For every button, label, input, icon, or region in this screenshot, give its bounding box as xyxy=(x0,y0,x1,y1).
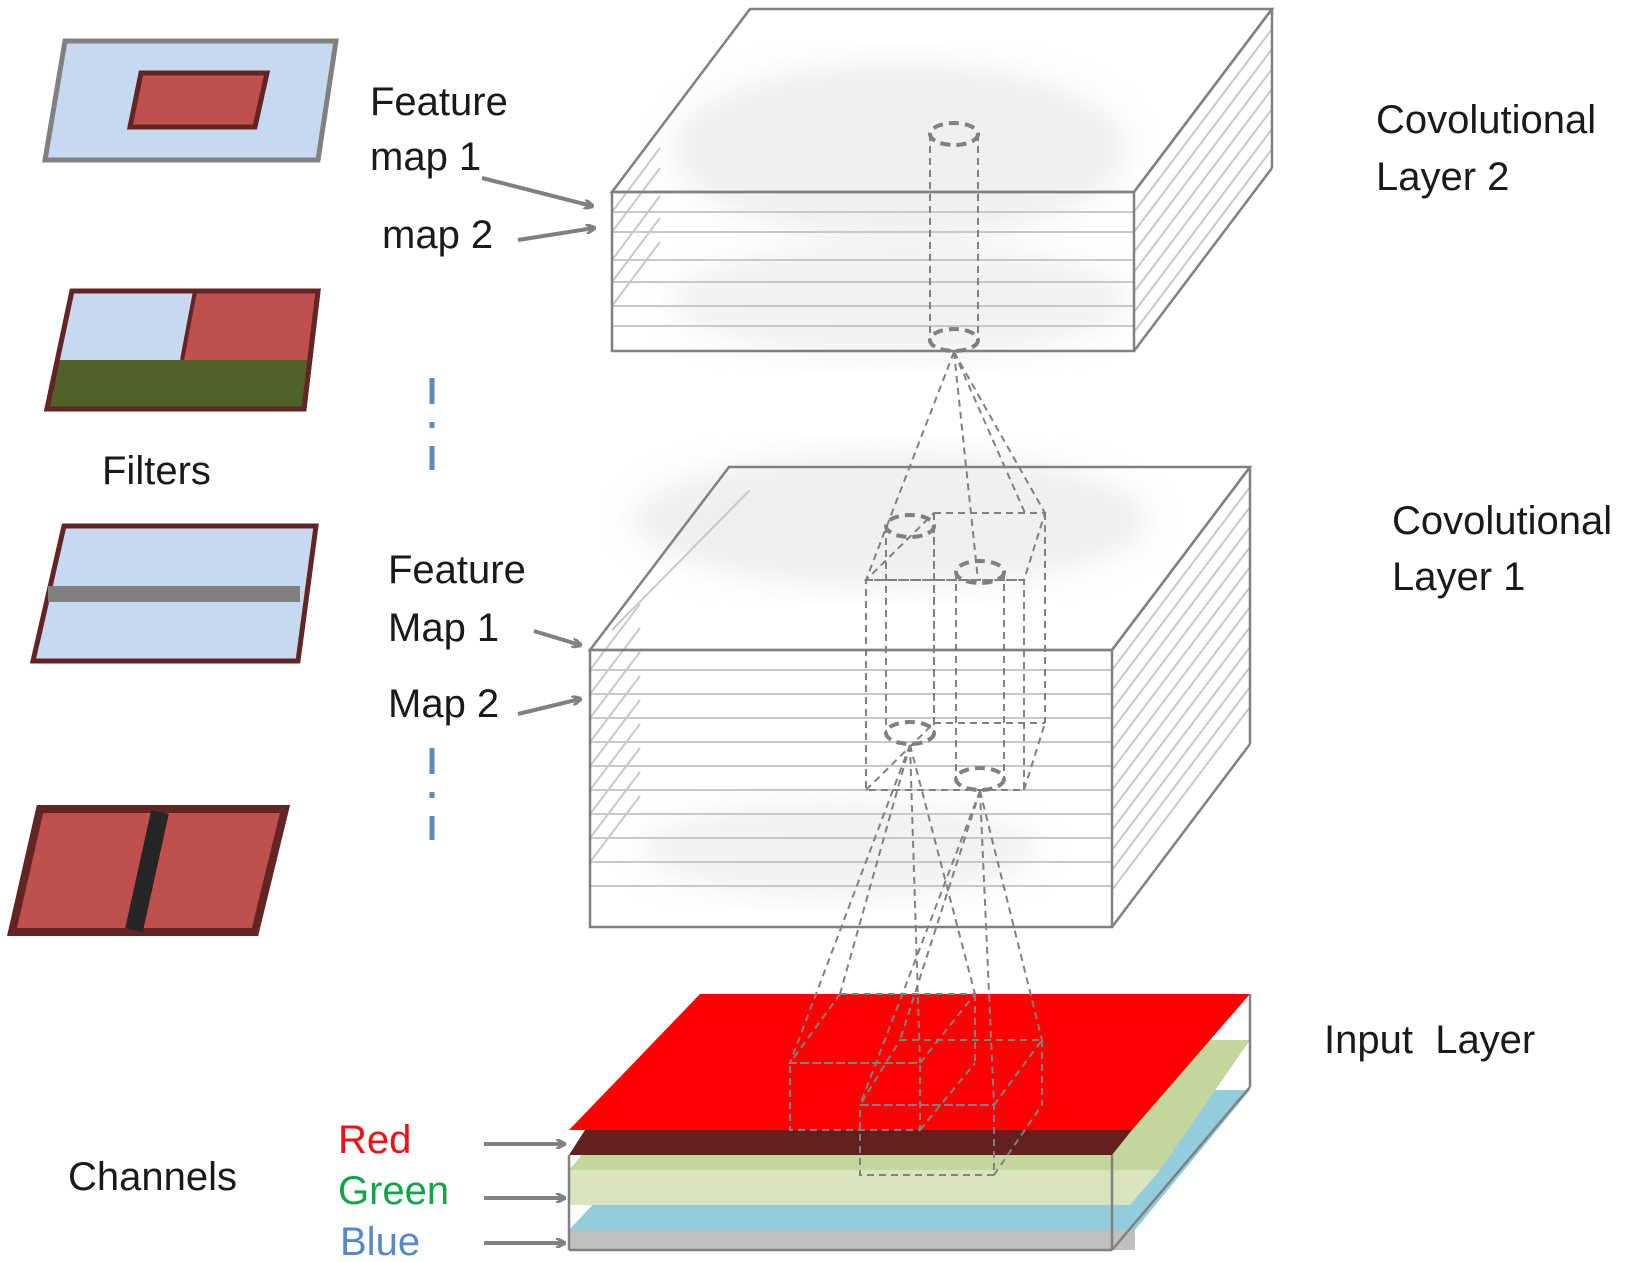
l2-map2-label: map 2 xyxy=(382,213,493,257)
input-layer-title: Input Layer xyxy=(1324,1018,1535,1062)
channel-green-label: Green xyxy=(338,1169,449,1213)
l2-feature-label: Feature xyxy=(370,80,508,124)
filter-horizontal-bar xyxy=(29,523,319,664)
input-layer xyxy=(567,994,1252,1252)
filter-quadrants xyxy=(43,288,321,412)
conv-layer-1-title-line2: Layer 1 xyxy=(1392,555,1525,599)
l2-map1-label: map 1 xyxy=(370,135,481,179)
conv-layer-2-title-line2: Layer 2 xyxy=(1376,155,1509,199)
arrow-l2-map1 xyxy=(481,176,592,206)
conv-layer-1-title-line1: Covolutional xyxy=(1392,499,1612,543)
l1-feature-label: Feature xyxy=(388,548,526,592)
l1-map1-label: Map 1 xyxy=(388,606,499,650)
channel-red-label: Red xyxy=(338,1118,411,1162)
filter-center-patch xyxy=(42,38,339,163)
channel-blue-label: Blue xyxy=(340,1220,420,1262)
arrow-l2-map2 xyxy=(517,228,594,242)
filter-vertical-bar xyxy=(6,805,291,936)
arrow-l1-map1 xyxy=(533,629,580,645)
conv-layer-2-receptive-cylinder xyxy=(928,121,980,353)
filters-label: Filters xyxy=(102,449,211,493)
conv-layer-2-title-line1: Covolutional xyxy=(1376,98,1596,142)
conv-layer-1-receptive-cylinders xyxy=(884,513,1006,792)
channels-label: Channels xyxy=(68,1155,237,1199)
conv-layer-2-box xyxy=(609,7,1275,360)
channel-base xyxy=(569,1230,1135,1250)
arrows xyxy=(481,176,594,1243)
receptive-field-layer1-to-input xyxy=(788,744,1044,1176)
channel-green xyxy=(569,1170,1160,1205)
arrow-l1-map2 xyxy=(517,699,580,716)
conv-layer-1-box xyxy=(587,450,1253,929)
l1-map2-label: Map 2 xyxy=(388,682,499,726)
